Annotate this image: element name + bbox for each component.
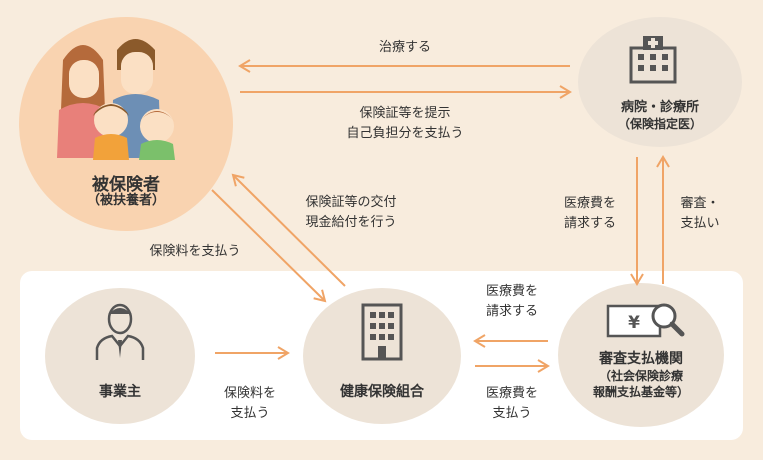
label-employer-premium-line1: 保険料を [223,386,276,401]
label-review-pay-line1: 審査・ [680,196,720,211]
businessman-icon [95,303,145,360]
hospital-subtitle: （保険指定医） [617,117,702,131]
insured-subtitle: （被扶養者） [86,193,165,208]
label-employer-premium-line2: 支払う [230,406,270,421]
label-issue-card-line2: 現金給付を行う [305,215,397,230]
employer-title: 事業主 [99,384,141,400]
label-present-card-line1: 保険証等を提示 [359,106,451,121]
label-review-pay-line2: 支払い [680,216,720,231]
insured-title: 被保険者 [92,175,160,195]
label-pay-premium-insured: 保険料を支払う [149,244,241,259]
arrow-pay-premium [211,189,327,303]
label-claim-hospital-line2: 請求する [563,216,616,231]
label-present-card-line2: 自己負担分を支払う [346,126,464,141]
arrow-issue-card [231,173,346,287]
union-building-icon [361,303,403,361]
label-pay-review-line1: 医療費を [485,386,538,401]
label-pay-review-line2: 支払う [492,406,532,421]
hospital-building-icon [629,36,677,84]
hospital-title: 病院・診療所 [620,100,699,115]
label-issue-card-line1: 保険証等の交付 [305,195,397,210]
review-title: 審査支払機関 [599,351,683,367]
label-claim-review-line2: 請求する [485,304,538,319]
label-claim-review-line1: 医療費を [485,284,538,299]
yen-symbol: ¥ [628,313,640,333]
label-treatment: 治療する [378,40,431,55]
label-claim-hospital-line1: 医療費を [563,196,616,211]
money-magnifier-icon: ¥ [606,303,685,338]
review-subtitle-line1: （社会保険診療 [598,369,683,383]
union-title: 健康保険組合 [340,384,424,400]
review-subtitle-line2: 報酬支払基金等） [592,385,689,399]
family-icon [57,39,175,160]
